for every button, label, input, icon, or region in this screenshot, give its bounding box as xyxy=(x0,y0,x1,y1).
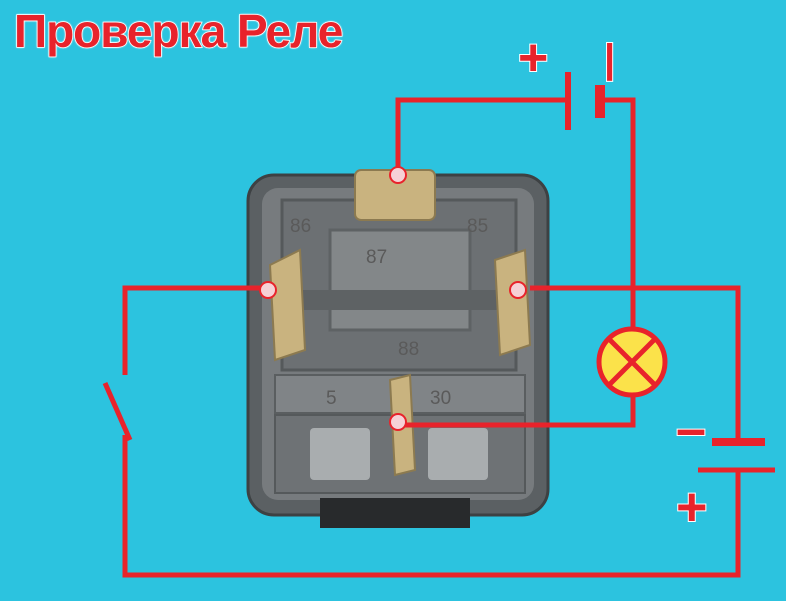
connection-points xyxy=(259,166,527,431)
lamp-icon xyxy=(596,326,668,398)
wire-load-plus xyxy=(122,435,741,578)
dot-pin-left xyxy=(259,281,277,299)
coil-minus-sign: | xyxy=(604,37,615,81)
pin-label-30: 30 xyxy=(430,388,451,409)
dot-pin86 xyxy=(389,166,407,184)
diagram-title: Проверка Реле xyxy=(13,4,344,58)
dot-pin-right xyxy=(509,281,527,299)
load-plus-sign: + xyxy=(676,477,708,537)
pin-label-87: 87 xyxy=(366,247,387,268)
wire-coil-minus xyxy=(600,97,636,330)
relay-body xyxy=(246,173,550,528)
pin-label-86: 86 xyxy=(290,216,311,237)
switch-blade xyxy=(102,381,133,442)
dot-pin30 xyxy=(389,413,407,431)
wire-lamp-to-pin30 xyxy=(400,395,636,428)
pin-label-85: 85 xyxy=(467,216,488,237)
coil-plus-sign: + xyxy=(518,29,548,87)
coil-battery xyxy=(565,72,605,130)
pin-label-88: 88 xyxy=(398,339,419,360)
wire-switch-top xyxy=(122,285,265,375)
load-battery xyxy=(698,438,775,473)
terminal-left xyxy=(268,248,307,362)
load-minus-sign: – xyxy=(676,399,706,459)
pin-label-5: 5 xyxy=(326,388,337,409)
terminal-right xyxy=(493,248,532,357)
wire-load-minus xyxy=(530,285,741,440)
wire-coil-plus xyxy=(395,97,568,175)
wires xyxy=(102,97,741,578)
relay-terminals xyxy=(268,169,532,477)
